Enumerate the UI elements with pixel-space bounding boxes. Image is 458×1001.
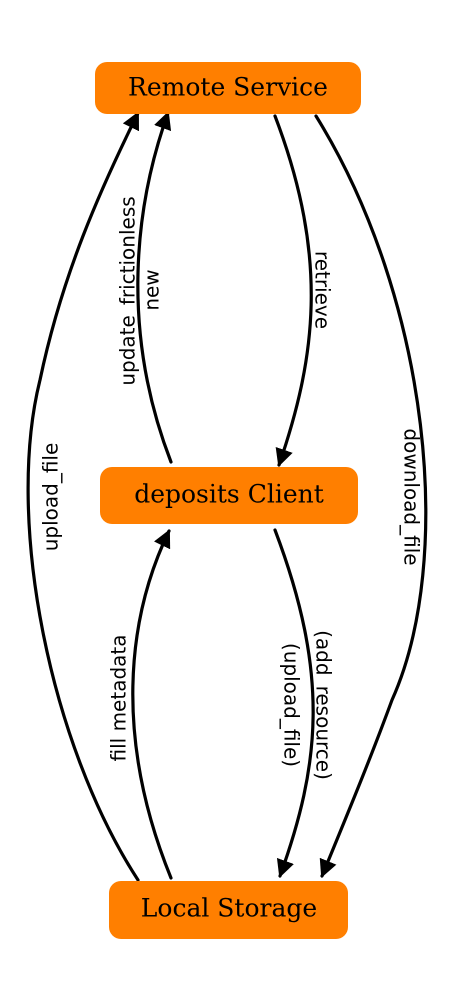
edge-download-file (314, 114, 428, 878)
edge-fill-metadata (131, 529, 173, 880)
node-remote-service: Remote Service (95, 62, 361, 114)
edge-client-to-local (273, 528, 315, 878)
edge-update-frictionless (136, 111, 173, 464)
label-download-file: download_file (400, 428, 424, 565)
label-add-resource: (add_resource) (312, 630, 336, 780)
label-new: new (140, 269, 164, 310)
label-update-frictionless: update_frictionless (116, 196, 140, 385)
node-local-storage-box (109, 881, 348, 939)
label-retrieve: retrieve (311, 251, 335, 329)
node-deposits-client-box (100, 467, 358, 524)
node-remote-service-box (95, 62, 361, 114)
edges-layer (26, 111, 428, 882)
label-upload-file-outer: upload_file (39, 443, 63, 552)
label-fill-metadata: fill metadata (107, 634, 131, 761)
node-deposits-client-label: deposits Client (134, 480, 324, 509)
edge-retrieve (273, 114, 313, 467)
node-deposits-client: deposits Client (100, 467, 358, 524)
node-remote-service-label: Remote Service (128, 73, 328, 102)
edge-upload-file-outer (26, 111, 140, 882)
edge-labels-layer: upload_file update_frictionless new retr… (39, 196, 424, 780)
label-upload-file-inner: (upload_file) (280, 643, 304, 767)
node-local-storage-label: Local Storage (141, 894, 317, 923)
node-local-storage: Local Storage (109, 881, 348, 939)
